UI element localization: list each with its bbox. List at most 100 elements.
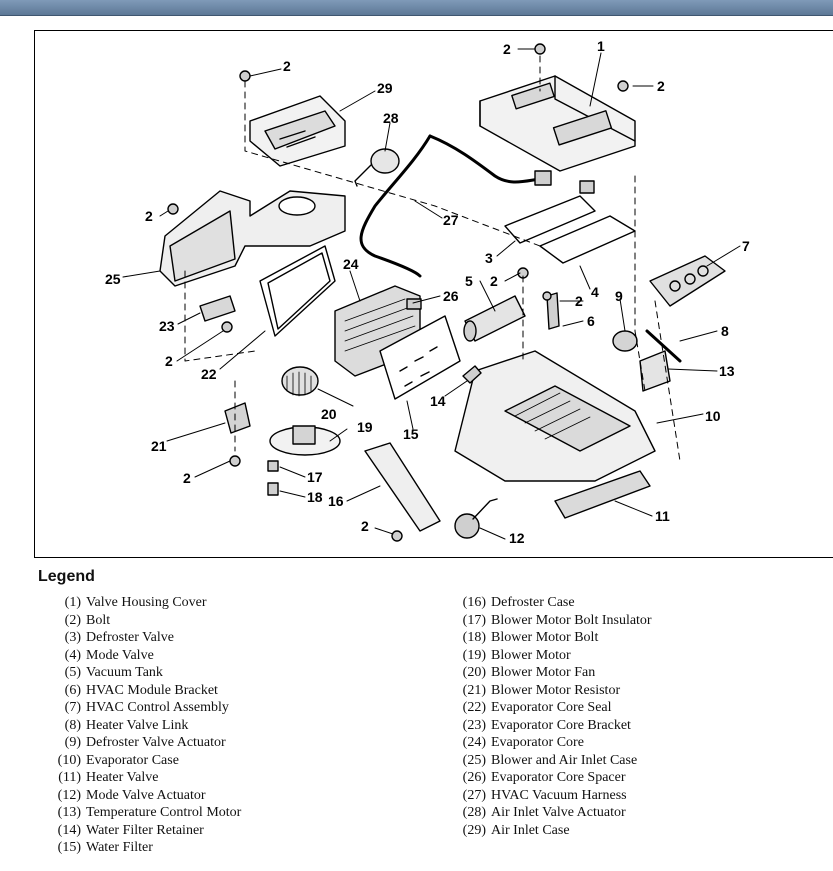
callout-2a: 2: [503, 41, 511, 57]
callout-11: 11: [655, 508, 670, 524]
legend-item: (2)Bolt: [64, 612, 111, 628]
legend-item: (17)Blower Motor Bolt Insulator: [462, 612, 652, 628]
callout-2f: 2: [490, 273, 498, 289]
legend-item: (10)Evaporator Case: [57, 752, 179, 768]
legend-item: (5)Vacuum Tank: [64, 665, 163, 680]
callout-7: 7: [742, 238, 750, 254]
legend-item: (16)Defroster Case: [462, 595, 575, 610]
legend-item: (24)Evaporator Core: [462, 735, 584, 750]
part-heater-valve: [554, 470, 651, 519]
legend-item: (14)Water Filter Retainer: [57, 822, 204, 838]
legend-item: (25)Blower and Air Inlet Case: [462, 752, 638, 768]
callout-2g: 2: [575, 293, 583, 309]
callout-15: 15: [403, 426, 419, 442]
legend-item: (11)Heater Valve: [58, 770, 159, 785]
callout-2d: 2: [145, 208, 153, 224]
part-hvac-control-assembly: [649, 255, 726, 307]
legend-column-left: (1)Valve Housing Cover (2)Bolt (3)Defros…: [40, 594, 242, 857]
callout-10: 10: [705, 408, 721, 424]
legend-item: (6)HVAC Module Bracket: [64, 682, 218, 698]
legend-item: (29)Air Inlet Case: [462, 822, 570, 838]
part-temperature-control-motor: [639, 350, 671, 392]
callout-2e: 2: [165, 353, 173, 369]
callout-4: 4: [591, 284, 599, 300]
legend-item: (7)HVAC Control Assembly: [64, 700, 229, 715]
legend-column-right: (16)Defroster Case (17)Blower Motor Bolt…: [455, 594, 652, 839]
callout-16: 16: [328, 493, 344, 509]
callout-5: 5: [465, 273, 473, 289]
legend-item: (4)Mode Valve: [64, 647, 154, 663]
legend-item: (26)Evaporator Core Spacer: [462, 770, 626, 785]
legend-item: (9)Defroster Valve Actuator: [64, 735, 226, 750]
legend-item: (27)HVAC Vacuum Harness: [462, 787, 627, 803]
window-title-bar: [0, 0, 833, 16]
legend-title: Legend: [38, 568, 95, 585]
callout-29: 29: [377, 80, 393, 96]
part-blower-motor: [269, 425, 341, 456]
callout-13: 13: [719, 363, 735, 379]
callout-2b: 2: [657, 78, 665, 94]
part-blower-motor-resistor: [224, 402, 251, 434]
legend-item: (1)Valve Housing Cover: [64, 595, 207, 610]
callout-17: 17: [307, 469, 323, 485]
part-defroster-case: [364, 442, 441, 532]
legend-item: (15)Water Filter: [57, 840, 153, 855]
callout-6: 6: [587, 313, 595, 329]
callout-14: 14: [430, 393, 446, 409]
callout-27: 27: [443, 212, 459, 228]
part-evaporator-core-seal: [259, 245, 336, 337]
part-heater-valve-link: [645, 329, 682, 363]
part-blower-motor-fan: [281, 366, 319, 397]
callout-2i: 2: [361, 518, 369, 534]
part-water-filter: [379, 315, 461, 400]
part-hvac-vacuum-harness: [359, 134, 595, 278]
legend-item: (23)Evaporator Core Bracket: [462, 717, 631, 733]
legend-item: (20)Blower Motor Fan: [462, 665, 596, 680]
callout-25: 25: [105, 271, 121, 287]
callout-22: 22: [201, 366, 217, 382]
part-air-inlet-valve-actuator: [354, 148, 400, 187]
callout-8: 8: [721, 323, 729, 339]
legend-item: (18)Blower Motor Bolt: [462, 630, 599, 645]
callout-9: 9: [615, 288, 623, 304]
callout-28: 28: [383, 110, 399, 126]
part-valve-housing-cover: [479, 75, 636, 172]
part-evaporator-core-spacer: [406, 298, 422, 310]
callout-20: 20: [321, 406, 337, 422]
part-blower-motor-bolt: [267, 482, 279, 496]
legend-item: (19)Blower Motor: [462, 647, 571, 663]
callout-labels: 1 2 2 2 2 2 2 2 2 2 3 4 5 6 7 8 9 10 11 …: [105, 38, 750, 546]
part-evaporator-case: [454, 350, 656, 482]
callout-18: 18: [307, 489, 323, 505]
callout-26: 26: [443, 288, 459, 304]
callout-23: 23: [159, 318, 175, 334]
legend-item: (3)Defroster Valve: [64, 630, 174, 645]
part-defroster-valve-actuator: [612, 330, 638, 352]
part-blower-and-air-inlet-case: [159, 190, 346, 287]
part-defroster-valve: [504, 195, 596, 244]
callout-21: 21: [151, 438, 167, 454]
callout-2c: 2: [283, 58, 291, 74]
callout-24: 24: [343, 256, 359, 272]
legend-item: (13)Temperature Control Motor: [57, 805, 242, 820]
part-water-filter-retainer: [462, 365, 482, 384]
legend-item: (28)Air Inlet Valve Actuator: [462, 805, 626, 820]
part-evaporator-core-bracket: [199, 295, 236, 322]
leader-lines: [122, 48, 741, 540]
callout-2h: 2: [183, 470, 191, 486]
alignment-lines: [184, 55, 681, 462]
callout-1: 1: [597, 38, 605, 54]
part-vacuum-tank: [463, 295, 526, 342]
callout-19: 19: [357, 419, 373, 435]
legend-item: (21)Blower Motor Resistor: [462, 682, 621, 698]
legend-item: (8)Heater Valve Link: [64, 717, 189, 733]
part-air-inlet-case: [249, 95, 346, 167]
callout-12: 12: [509, 530, 525, 546]
legend-item: (22)Evaporator Core Seal: [462, 700, 612, 715]
exploded-view-figure: 1 2 2 2 2 2 2 2 2 2 3 4 5 6 7 8 9 10 11 …: [34, 30, 833, 558]
hvac-exploded-diagram: 1 2 2 2 2 2 2 2 2 2 3 4 5 6 7 8 9 10 11 …: [105, 38, 750, 546]
part-blower-motor-bolt-insulator: [267, 460, 279, 472]
legend-item: (12)Mode Valve Actuator: [57, 787, 206, 803]
part-mode-valve-actuator: [454, 498, 498, 539]
callout-3: 3: [485, 250, 493, 266]
